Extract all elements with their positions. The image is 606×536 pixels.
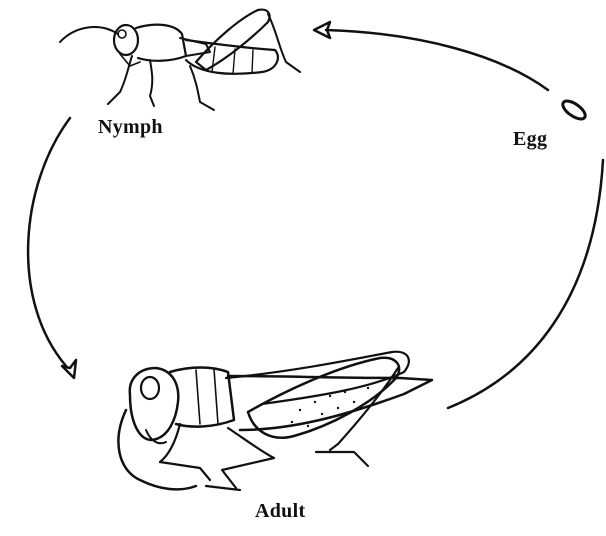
adult-label: Adult <box>255 500 305 523</box>
arrow-egg-to-nymph <box>314 22 548 90</box>
arrow-nymph-to-adult <box>28 118 76 378</box>
adult-grasshopper-drawing <box>118 352 432 490</box>
arrow-adult-to-egg <box>448 160 603 408</box>
nymph-grasshopper-drawing <box>60 10 300 110</box>
egg-label: Egg <box>513 128 547 151</box>
nymph-label: Nymph <box>98 116 163 139</box>
egg-drawing <box>560 98 588 123</box>
